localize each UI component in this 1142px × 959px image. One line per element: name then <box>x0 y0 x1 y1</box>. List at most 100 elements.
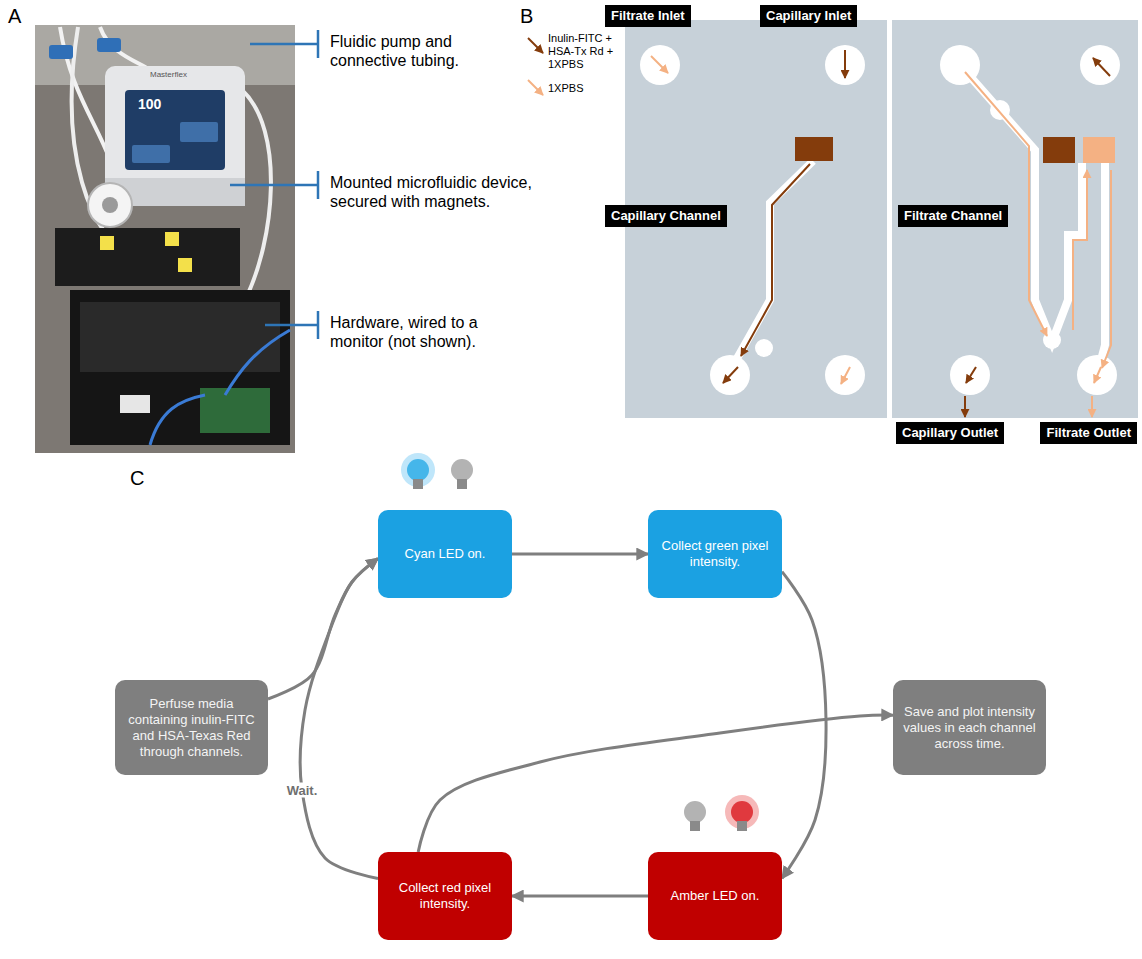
flow-connector <box>268 558 378 699</box>
flow-connector <box>512 553 648 556</box>
edge-label: Wait. <box>284 783 321 798</box>
legend-arrow <box>528 38 543 53</box>
legend-text: 1XPBS <box>548 82 583 94</box>
tape <box>100 236 114 250</box>
bulb-glass <box>407 459 429 481</box>
cable <box>150 395 205 445</box>
port-tag: Capillary Inlet <box>760 5 857 27</box>
tubing <box>242 90 271 300</box>
port <box>1080 45 1120 85</box>
bulb-glass <box>451 459 473 481</box>
node-text: Filtrate Outlet <box>1046 425 1131 441</box>
tape <box>178 258 192 272</box>
output-box: Save and plot intensity values in each c… <box>893 680 1046 775</box>
membrane-area <box>1043 137 1075 163</box>
connector <box>120 395 150 413</box>
flow-arrow <box>965 72 1047 336</box>
legend-arrow <box>528 80 543 95</box>
cable <box>225 330 290 395</box>
callout-text: Hardware, wired to a monitor (not shown)… <box>330 313 510 351</box>
port <box>825 45 865 85</box>
node-text: Capillary Inlet <box>766 8 851 24</box>
setup-photo <box>35 25 295 453</box>
leader-bar <box>317 171 320 199</box>
bulb-base <box>737 821 747 831</box>
port-tag: Capillary Outlet <box>896 422 1004 444</box>
chip-layer <box>892 20 1138 418</box>
node-text: Perfuse media containing inulin-FITC and… <box>125 696 258 760</box>
flow-connector <box>418 715 893 852</box>
pump-head <box>88 183 132 227</box>
channel <box>735 161 813 362</box>
tube-clamp <box>97 38 121 52</box>
node-text: Capillary Channel <box>611 208 721 224</box>
channel-node <box>755 339 773 357</box>
flow-arrow <box>741 164 810 356</box>
outlet-arrow <box>964 396 966 417</box>
panel-letter: B <box>520 4 533 28</box>
legend-entry: 1XPBS <box>548 82 624 95</box>
port <box>825 355 865 395</box>
leader-bar <box>317 311 320 339</box>
node-text: Cyan LED on. <box>405 546 486 562</box>
bulb-base <box>413 479 423 489</box>
process-box: Collect green pixel intensity. <box>648 510 782 598</box>
screen-value: 100 <box>138 96 161 113</box>
callout-text: Fluidic pump and connective tubing. <box>330 32 510 70</box>
leader-line <box>230 184 318 187</box>
channel-tag: Filtrate Channel <box>898 205 1008 227</box>
legend-entry: Inulin-FITC + HSA-Tx Rd + 1XPBS <box>548 32 624 71</box>
bulb-glass <box>731 801 753 823</box>
process-box: Cyan LED on. <box>378 510 512 598</box>
start-box: Perfuse media containing inulin-FITC and… <box>115 680 268 775</box>
bulb-glass <box>684 801 706 823</box>
panel-letter: C <box>130 466 144 490</box>
node-text: Filtrate Channel <box>904 208 1002 224</box>
circuit-board <box>200 388 270 433</box>
flow-arrow <box>844 50 846 78</box>
flow-arrow <box>1073 170 1087 330</box>
filtrate-area <box>1083 137 1115 163</box>
flow-connector <box>512 895 648 898</box>
callout-text: Mounted microfluidic device, secured wit… <box>330 173 560 211</box>
leader-line <box>265 324 318 327</box>
legend-text: Inulin-FITC + HSA-Tx Rd + 1XPBS <box>548 32 613 70</box>
bulb-off <box>684 801 706 831</box>
hardware-box <box>70 290 290 445</box>
process-box: Amber LED on. <box>648 852 782 940</box>
flow-arrow <box>651 56 668 73</box>
flow-arrow <box>1094 367 1101 383</box>
flow-connector <box>300 558 378 878</box>
bulb-base <box>690 821 700 831</box>
flow-arrow <box>1102 170 1111 368</box>
pump-screen <box>125 90 225 170</box>
channel <box>1097 163 1105 375</box>
flow-arrow <box>841 367 850 384</box>
node-text: Collect red pixel intensity. <box>388 880 502 912</box>
cyan-bulb-lit <box>401 453 435 489</box>
channel <box>960 65 1082 342</box>
leader-line <box>250 43 318 46</box>
port <box>710 355 750 395</box>
process-box: Collect red pixel intensity. <box>378 852 512 940</box>
flow-arrow <box>966 367 976 383</box>
node-text: Save and plot intensity values in each c… <box>903 704 1036 752</box>
port-tag: Filtrate Inlet <box>605 5 691 27</box>
filtrate-chip <box>892 20 1138 418</box>
membrane-area <box>795 137 833 161</box>
device-mount <box>55 228 240 286</box>
screen-button <box>132 145 170 163</box>
outlet-arrow <box>1091 396 1093 417</box>
pump-rotor <box>102 197 118 213</box>
photo-ground <box>35 25 295 453</box>
node-text: Amber LED on. <box>671 888 760 904</box>
port-tag: Filtrate Outlet <box>1040 422 1137 444</box>
channel-tag: Capillary Channel <box>605 205 727 227</box>
tape <box>165 232 179 246</box>
node-text: Capillary Outlet <box>902 425 998 441</box>
brand-text: Masterflex <box>150 70 187 80</box>
node-text: Collect green pixel intensity. <box>658 538 772 570</box>
